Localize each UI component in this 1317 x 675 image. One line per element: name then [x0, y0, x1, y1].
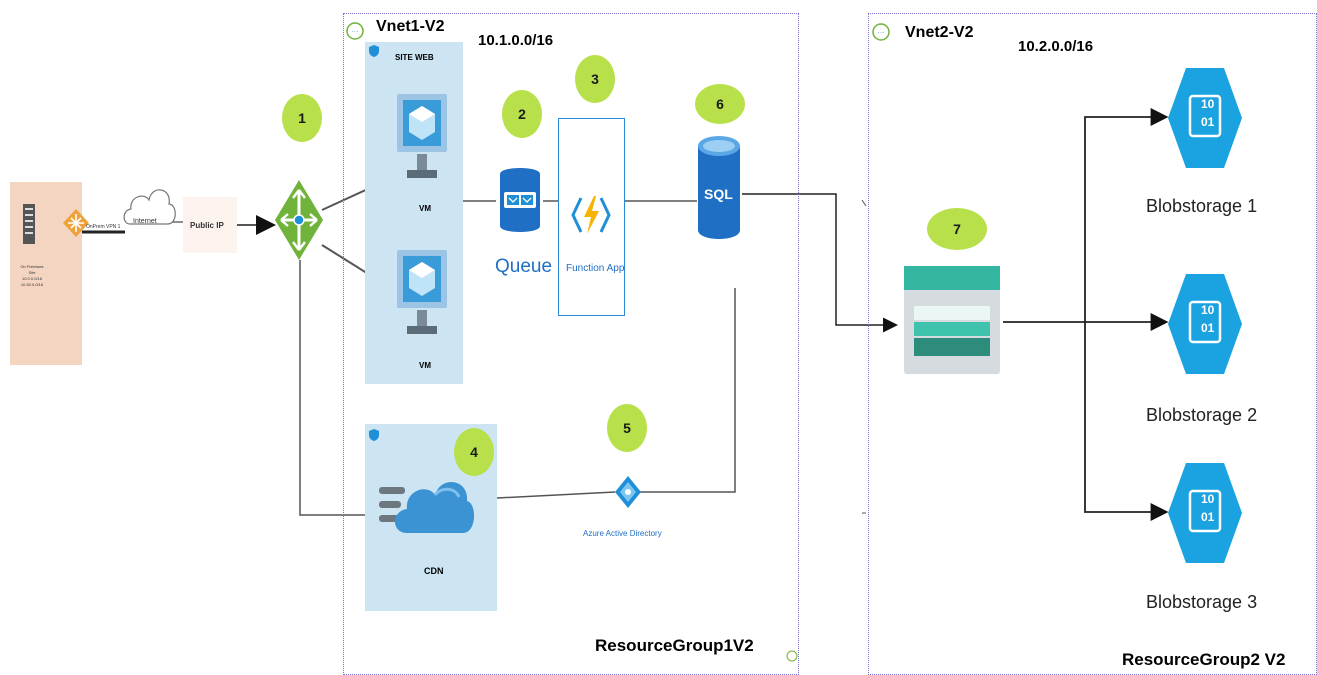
- blob-icon-text: 01: [1201, 321, 1215, 335]
- vnet2-title: Vnet2-V2: [905, 24, 974, 41]
- public-ip-box: [183, 197, 237, 253]
- vnet2-resource-group: ResourceGroup2 V2: [1122, 650, 1286, 669]
- sql-label: SQL: [704, 186, 733, 202]
- virtual-machine-icon: [397, 250, 447, 334]
- step-badge-3: 3: [575, 55, 615, 103]
- step-badge-4: 4: [454, 428, 494, 476]
- step-badge-1: 1: [282, 94, 322, 142]
- blob-icon-text: 01: [1201, 510, 1215, 524]
- blob-label: Blobstorage 2: [1146, 405, 1258, 425]
- cdn-label: CDN: [424, 566, 444, 576]
- shield-icon: [369, 429, 379, 441]
- queue-icon: [500, 168, 540, 232]
- blob-icon-text: 10: [1201, 97, 1215, 111]
- public-ip-label: Public IP: [190, 221, 224, 230]
- vnet2-cidr: 10.2.0.0/16: [1018, 38, 1094, 55]
- onprem-site: On Premises Site 10.0.0.0/16 10.30.0.0/1…: [10, 182, 82, 365]
- vm-label: VM: [419, 361, 431, 370]
- lightning-icon: [571, 196, 611, 234]
- step-badge-2: 2: [502, 90, 542, 138]
- blob-icon-text: 01: [1201, 115, 1215, 129]
- aad-sql-link: [640, 288, 736, 493]
- aad-label: Azure Active Directory: [583, 529, 662, 538]
- hub-blob3-arrow: [1084, 322, 1169, 521]
- blob-label: Blobstorage 1: [1146, 196, 1258, 216]
- blob-label: Blobstorage 3: [1146, 592, 1258, 612]
- vpn-gateway-icon: [63, 209, 89, 237]
- step-badge-5: 5: [607, 404, 647, 452]
- application-gateway-icon: [275, 180, 323, 260]
- vnet1-resource-group: ResourceGroup1V2: [595, 636, 754, 655]
- step-badge-6: 6: [695, 84, 745, 124]
- storage-account-icon: [904, 266, 1000, 374]
- onprem-line: 10.0.0.0/16: [21, 276, 43, 281]
- vnet1-title: Vnet1-V2: [376, 18, 445, 35]
- vnet1-cidr: 10.1.0.0/16: [478, 32, 554, 49]
- azure-active-directory-icon: [615, 476, 641, 508]
- server-icon: [23, 204, 35, 244]
- vnet-icon: ···: [346, 22, 364, 40]
- border-mark: [861, 199, 867, 207]
- resource-group-icon: [786, 650, 798, 662]
- blob-icon-text: 10: [1201, 492, 1215, 506]
- svg-text:···: ···: [878, 30, 885, 37]
- blob-storage-icon: [1168, 68, 1242, 168]
- vnet-icon: ···: [872, 23, 890, 41]
- virtual-machine-icon: [397, 94, 447, 178]
- queue-label: Queue: [495, 256, 553, 277]
- onprem-line: 10.30.0.0/16: [20, 282, 44, 287]
- cdn-aad-link: [496, 491, 616, 499]
- cdn-cloud-icon: [379, 482, 475, 533]
- blob-icon-text: 10: [1201, 303, 1215, 317]
- vm-label: VM: [419, 204, 431, 213]
- svg-text:···: ···: [352, 29, 359, 36]
- shield-icon: [369, 45, 379, 57]
- onprem-line: Site: [28, 270, 36, 275]
- step-badge-7: 7: [927, 208, 987, 250]
- function-app-label: Function App: [566, 263, 625, 274]
- gateway-cdn-link: [299, 260, 375, 516]
- blob-storage-icon: [1168, 463, 1242, 563]
- site-web-label: SITE WEB: [395, 53, 434, 62]
- sql-hub-arrow: [742, 193, 898, 333]
- cloud-icon: [123, 189, 176, 225]
- blob-storage-icon: [1168, 274, 1242, 374]
- onprem-line: On Premises: [20, 264, 44, 269]
- hub-blob1-arrow: [1084, 108, 1169, 322]
- vpn-label: OnPrem VPN 1: [86, 224, 121, 230]
- internet-label: Internet: [133, 218, 157, 225]
- sql-database-icon: [698, 136, 740, 239]
